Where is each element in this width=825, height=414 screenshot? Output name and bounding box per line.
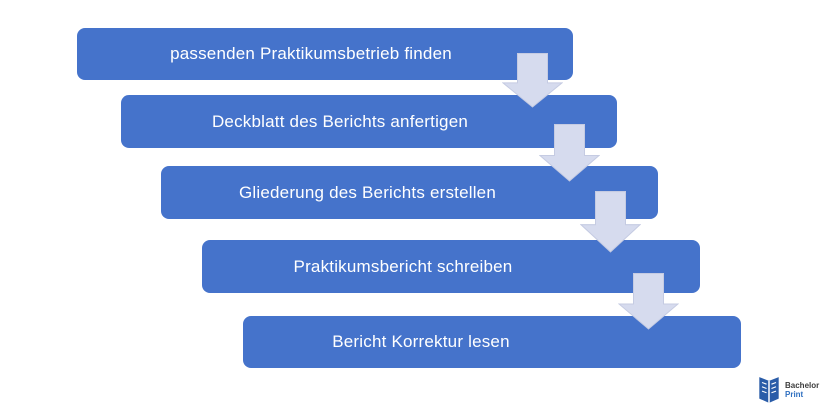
brand-name-bottom: Print bbox=[785, 390, 804, 399]
process-step-4: Praktikumsbericht schreiben bbox=[202, 240, 700, 293]
brand-name-top: Bachelor bbox=[785, 381, 820, 390]
process-step-3-label: Gliederung des Berichts erstellen bbox=[238, 182, 496, 202]
process-step-5: Bericht Korrektur lesen bbox=[243, 316, 741, 368]
process-step-4-label: Praktikumsbericht schreiben bbox=[293, 256, 513, 276]
process-step-2-label: Deckblatt des Berichts anfertigen bbox=[211, 111, 469, 131]
process-step-5-label: Bericht Korrektur lesen bbox=[332, 332, 510, 351]
process-step-1: passenden Praktikumsbetrieb finden bbox=[77, 28, 573, 80]
bachelorprint-wordmark: Bachelor Print bbox=[785, 381, 819, 399]
down-arrow-icon bbox=[580, 191, 641, 253]
down-arrow-icon bbox=[618, 273, 679, 330]
down-arrow-icon bbox=[539, 124, 600, 182]
open-book-icon bbox=[756, 376, 782, 404]
down-arrow-icon bbox=[502, 53, 563, 108]
bachelorprint-logo: Bachelor Print bbox=[756, 376, 819, 404]
process-step-1-label: passenden Praktikumsbetrieb finden bbox=[170, 44, 452, 63]
